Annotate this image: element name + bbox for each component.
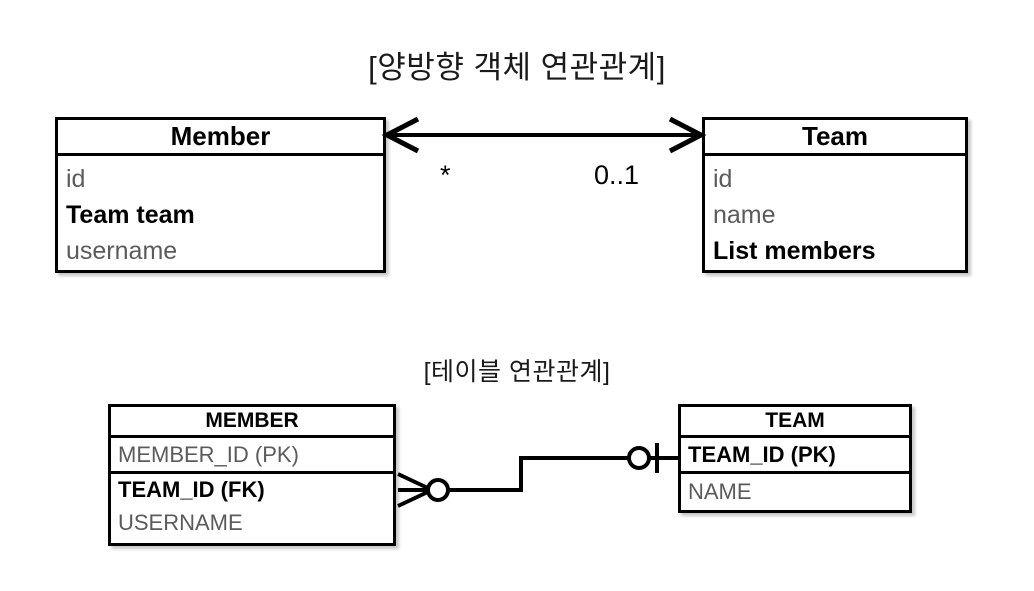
table-name-member: MEMBER [111, 407, 393, 438]
crows-foot-upper-icon [397, 472, 433, 492]
table-column: NAME [688, 479, 752, 504]
arrowhead-left-icon [381, 116, 420, 154]
table-association-title: [테이블 연관관계] [423, 358, 611, 386]
table-column-primary-key: MEMBER_ID (PK) [111, 438, 393, 474]
class-attributes-member: id Team team username [58, 156, 383, 268]
class-attribute: List members [713, 237, 876, 265]
class-attribute: name [713, 201, 776, 229]
class-attribute: Team team [66, 201, 195, 229]
table-column: TEAM_ID (FK) [118, 477, 265, 502]
arrowhead-right-icon [668, 116, 707, 154]
cardinality-zero-circle-icon [426, 478, 450, 502]
cardinality-zero-circle-icon [627, 446, 651, 470]
table-name-team: TEAM [681, 407, 909, 438]
table-column-primary-key: TEAM_ID (PK) [681, 438, 909, 474]
table-columns-team: NAME [681, 474, 909, 510]
table-box-member: MEMBER MEMBER_ID (PK) TEAM_ID (FK) USERN… [108, 404, 396, 546]
object-association-title: [양방향 객체 연관관계] [368, 50, 666, 85]
multiplicity-source: * [440, 160, 451, 190]
class-attributes-team: id name List members [705, 156, 965, 268]
table-column: USERNAME [118, 510, 243, 535]
crows-foot-lower-icon [397, 488, 433, 508]
class-attribute: username [66, 237, 178, 265]
class-attribute: id [66, 165, 86, 193]
table-box-team: TEAM TEAM_ID (PK) NAME [678, 404, 912, 513]
class-box-team: Team id name List members [702, 117, 968, 273]
class-name-team: Team [705, 120, 965, 156]
table-columns-member: TEAM_ID (FK) USERNAME [111, 474, 393, 539]
class-box-member: Member id Team team username [55, 117, 386, 273]
relationship-line [445, 456, 632, 492]
class-name-member: Member [58, 120, 383, 156]
class-attribute: id [713, 165, 733, 193]
multiplicity-target: 0..1 [594, 160, 640, 190]
